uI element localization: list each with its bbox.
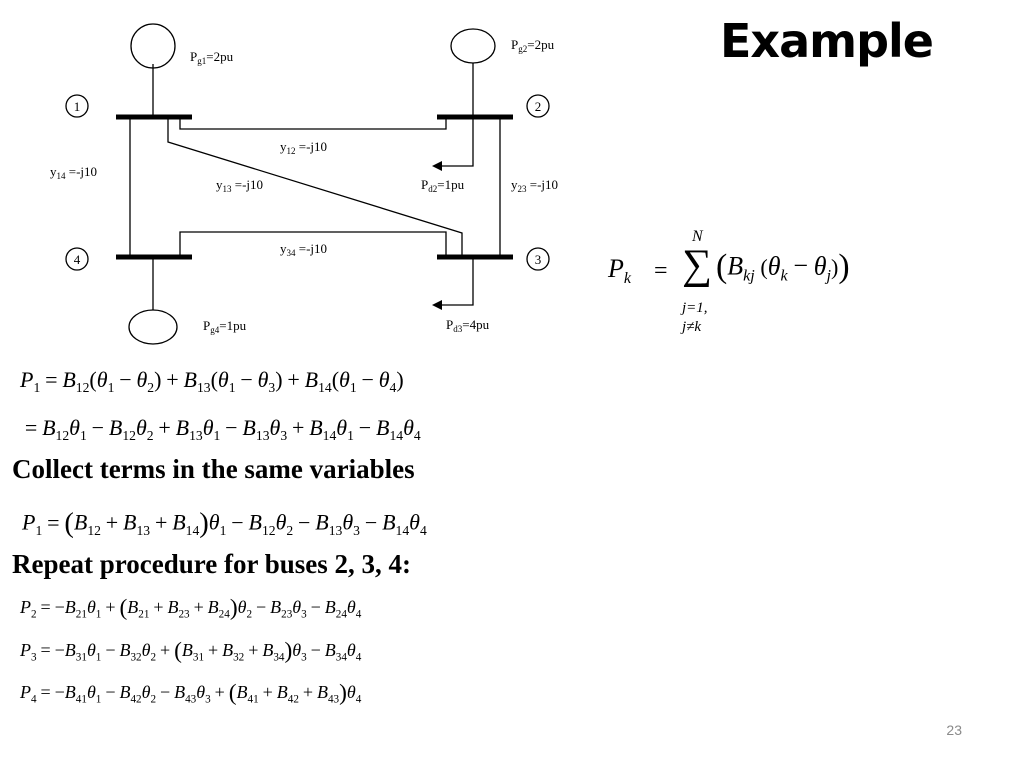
y14-label: y14 =-j10	[50, 164, 97, 181]
formula-lower-limit-2: j≠k	[682, 319, 702, 335]
y13-label: y13 =-j10	[216, 177, 263, 194]
pg4-label: Pg4=1pu	[203, 318, 247, 335]
y12-label: y12 =-j10	[280, 139, 327, 156]
power-formula: Pk = ∑ N j=1, j≠k (Bkj (θk−θj))	[608, 228, 850, 335]
bus-4-label: 4	[74, 252, 81, 267]
repeat-procedure-heading: Repeat procedure for buses 2, 3, 4:	[12, 549, 411, 579]
equation-p2: P2=−B21θ1+(B21+B23+B24)θ2−B23θ3−B24θ4	[20, 595, 362, 621]
bus-1-marker	[65, 94, 89, 118]
power-system-diagram: 1 2 3 4 Pg1=2pu Pg2=2pu Pg4=1pu Pd2=1pu …	[50, 23, 558, 345]
page-number: 23	[946, 722, 962, 738]
line-1-2	[179, 118, 447, 130]
pg2-label: Pg2=2pu	[511, 37, 555, 54]
pd3-label: Pd3=4pu	[446, 317, 490, 334]
formula-upper-limit: N	[692, 228, 703, 245]
generator-1-icon	[130, 23, 176, 69]
load-3-arrow-icon	[432, 300, 442, 310]
sigma-icon: ∑	[682, 242, 712, 288]
collect-terms-heading: Collect terms in the same variables	[12, 454, 415, 484]
y34-label: y34 =-j10	[280, 241, 327, 258]
equation-p1-collected: P1=(B12+B13+B14)θ1−B12θ2−B13θ3−B14θ4	[22, 508, 427, 539]
formula-rhs: (Bkj (θk−θj))	[716, 248, 850, 285]
line-3-4	[179, 231, 447, 256]
y23-label: y23 =-j10	[511, 177, 558, 194]
bus-1-label: 1	[74, 99, 81, 114]
formula-lhs: P	[608, 254, 624, 283]
bus-2-marker	[526, 94, 550, 118]
pg1-label: Pg1=2pu	[190, 49, 234, 66]
slide-title: Example	[720, 14, 934, 68]
bus-3-label: 3	[535, 252, 542, 267]
formula-lhs-sub: k	[623, 270, 632, 288]
equation-p1-expanded: P1=B12(θ1−θ2)+B13(θ1−θ3)+B14(θ1−θ4)	[20, 367, 404, 396]
equation-p3: P3=−B31θ1−B32θ2+(B31+B32+B34)θ3−B34θ4	[20, 638, 362, 664]
generator-4-icon	[128, 309, 178, 345]
equation-p1-distributed: =B12θ1−B12θ2+B13θ1−B13θ3+B14θ1−B14θ4	[24, 415, 421, 444]
formula-lower-limit-1: j=1,	[682, 300, 708, 316]
bus-3-marker	[526, 247, 550, 271]
bus-2-label: 2	[535, 99, 542, 114]
bus-4-marker	[65, 247, 89, 271]
line-1-3	[167, 118, 463, 256]
pd2-label: Pd2=1pu	[421, 177, 465, 194]
equation-p4: P4=−B41θ1−B42θ2−B43θ3+(B41+B42+B43)θ4	[20, 680, 362, 706]
load-2-arrow-icon	[432, 161, 442, 171]
generator-2-icon	[450, 28, 496, 64]
